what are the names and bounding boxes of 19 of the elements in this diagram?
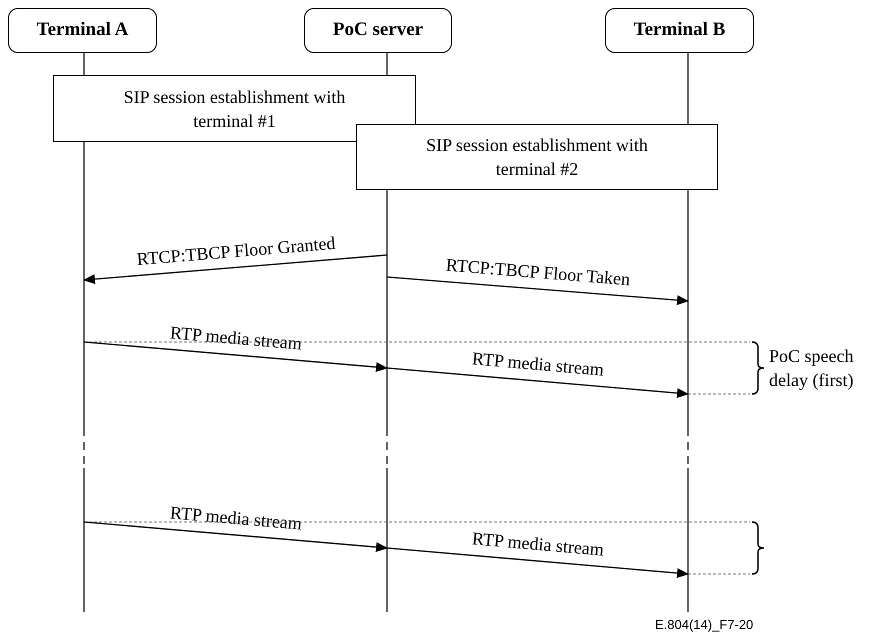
edge-label: RTCP:TBCP Floor Granted xyxy=(135,231,336,270)
edge-label: RTCP:TBCP Floor Taken xyxy=(444,254,630,290)
participant-box: Terminal B xyxy=(605,8,754,53)
participant-box: Terminal A xyxy=(8,8,157,53)
message-arrow xyxy=(386,367,689,398)
edge-label: RTP media stream xyxy=(470,527,604,561)
process-box: SIP session establishment with terminal #1 xyxy=(53,75,416,142)
message-arrow xyxy=(83,254,388,284)
figure-id: E.804(14)_F7-20 xyxy=(655,616,754,634)
message-arrow xyxy=(386,276,689,306)
delay-label: PoC speech delay (first) xyxy=(769,345,854,392)
message-arrow xyxy=(84,521,388,552)
message-arrow xyxy=(84,341,388,372)
participant-box: PoC server xyxy=(304,8,452,53)
message-arrow xyxy=(386,547,689,578)
edge-label: RTP media stream xyxy=(168,501,302,535)
edge-label: RTP media stream xyxy=(168,321,302,355)
edge-label: RTP media stream xyxy=(470,347,604,381)
process-box: SIP session establishment with terminal #2 xyxy=(356,124,718,190)
